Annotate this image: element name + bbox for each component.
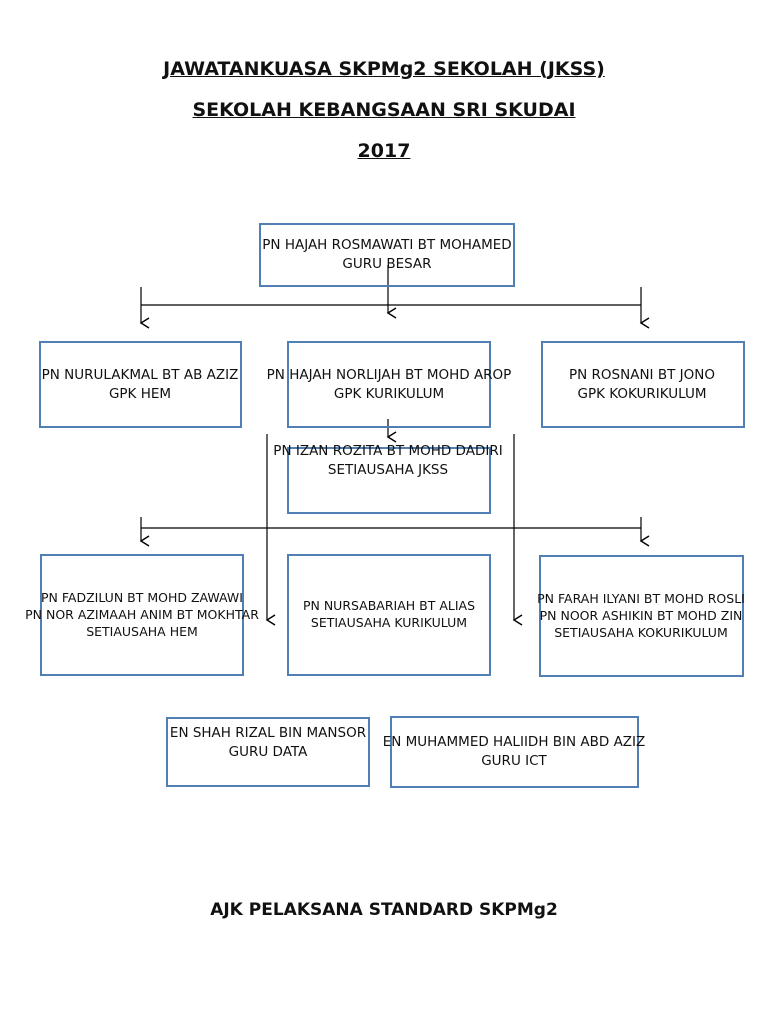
setiausaha-jkss-name: PN IZAN ROZITA BT MOHD DADIRI [273, 443, 503, 459]
node-gpk-hem: PN NURULAKMAL BT AB AZIZ GPK HEM [42, 366, 239, 404]
chart-title-line2: SEKOLAH KEBANGSAAN SRI SKUDAI [192, 99, 576, 121]
node-setiausaha-kurikulum: PN NURSABARIAH BT ALIAS SETIAUSAHA KURIK… [303, 597, 475, 631]
node-guru-data: EN SHAH RIZAL BIN MANSOR GURU DATA [170, 724, 366, 762]
setiausaha-kurikulum-role: SETIAUSAHA KURIKULUM [310, 615, 468, 630]
setiausaha-kokurikulum-role: SETIAUSAHA KOKURIKULUM [554, 625, 728, 640]
box-guru-besar [259, 223, 515, 287]
box-setiausaha-kurikulum [287, 554, 491, 676]
setiausaha-kokurikulum-name-2: PN NOOR ASHIKIN BT MOHD ZIN [539, 608, 743, 623]
setiausaha-kurikulum-name: PN NURSABARIAH BT ALIAS [302, 598, 476, 613]
node-gpk-kurikulum: PN HAJAH NORLIJAH BT MOHD AROP GPK KURIK… [267, 366, 512, 404]
node-guru-besar: PN HAJAH ROSMAWATI BT MOHAMED GURU BESAR [262, 236, 511, 274]
footer-caption: AJK PELAKSANA STANDARD SKPMg2 [210, 900, 558, 920]
node-setiausaha-hem: PN FADZILUN BT MOHD ZAWAWI PN NOR AZIMAA… [25, 589, 259, 640]
guru-besar-name: PN HAJAH ROSMAWATI BT MOHAMED [262, 237, 512, 253]
node-setiausaha-jkss: PN IZAN ROZITA BT MOHD DADIRI SETIAUSAHA… [273, 442, 502, 480]
setiausaha-kokurikulum-name-1: PN FARAH ILYANI BT MOHD ROSLI [537, 591, 745, 606]
gpk-hem-role: GPK HEM [108, 386, 172, 402]
box-guru-data [166, 717, 370, 787]
gpk-kokurikulum-name: PN ROSNANI BT JONO [569, 367, 715, 383]
setiausaha-jkss-role: SETIAUSAHA JKSS [327, 462, 449, 478]
box-guru-ict [390, 716, 639, 788]
setiausaha-hem-name-2: PN NOR AZIMAAH ANIM BT MOKHTAR [25, 607, 259, 622]
node-setiausaha-kokurikulum: PN FARAH ILYANI BT MOHD ROSLI PN NOOR AS… [537, 590, 745, 641]
node-gpk-kokurikulum: PN ROSNANI BT JONO GPK KOKURIKULUM [569, 366, 715, 404]
guru-data-role: GURU DATA [228, 744, 308, 760]
box-setiausaha-hem [40, 554, 244, 676]
box-gpk-kurikulum [287, 341, 491, 428]
box-gpk-hem [39, 341, 242, 428]
setiausaha-hem-role: SETIAUSAHA HEM [86, 624, 198, 639]
chart-title-year: 2017 [357, 140, 411, 162]
box-gpk-kokurikulum [541, 341, 745, 428]
guru-data-name: EN SHAH RIZAL BIN MANSOR [169, 725, 367, 741]
gpk-hem-name: PN NURULAKMAL BT AB AZIZ [41, 367, 239, 383]
box-setiausaha-jkss [287, 447, 491, 514]
guru-ict-role: GURU ICT [481, 753, 547, 769]
guru-ict-name: EN MUHAMMED HALIIDH BIN ABD AZIZ [382, 734, 646, 750]
setiausaha-hem-name-1: PN FADZILUN BT MOHD ZAWAWI [41, 590, 243, 605]
chart-title-line1: JAWATANKUASA SKPMg2 SEKOLAH (JKSS) [163, 58, 605, 80]
gpk-kurikulum-role: GPK KURIKULUM [333, 386, 445, 402]
guru-besar-role: GURU BESAR [342, 256, 432, 272]
gpk-kurikulum-name: PN HAJAH NORLIJAH BT MOHD AROP [266, 367, 512, 383]
node-guru-ict: EN MUHAMMED HALIIDH BIN ABD AZIZ GURU IC… [383, 733, 646, 771]
gpk-kokurikulum-role: GPK KOKURIKULUM [577, 386, 707, 402]
box-setiausaha-kokurikulum [539, 555, 744, 677]
